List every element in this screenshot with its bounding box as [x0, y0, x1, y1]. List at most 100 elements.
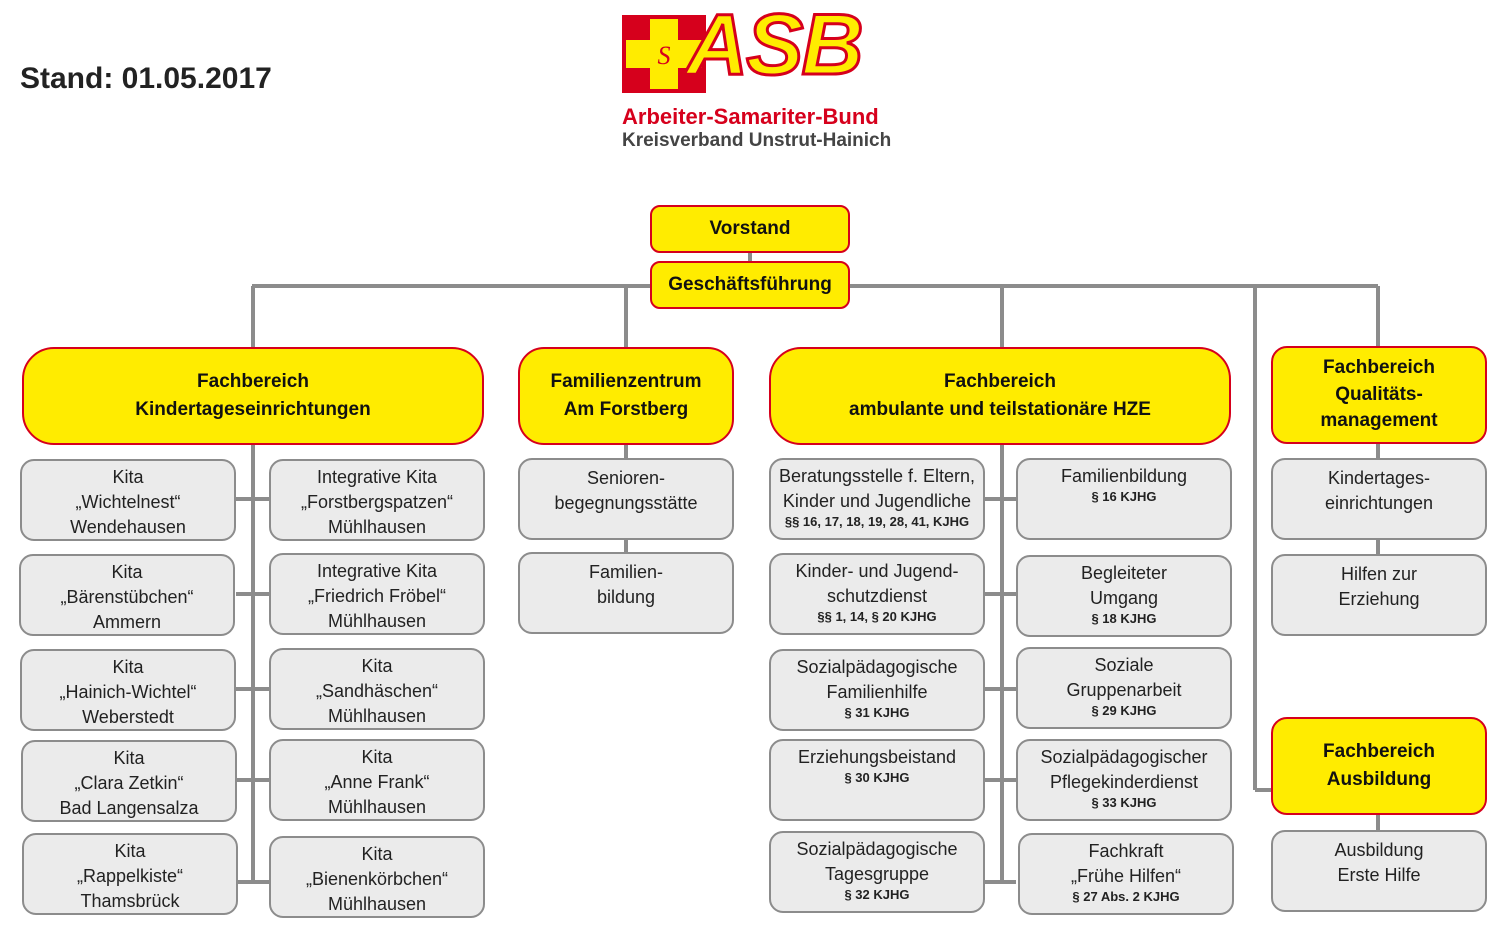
kita-item-line: Kita: [361, 844, 393, 864]
hze-item-law: § 32 KJHG: [844, 887, 910, 903]
hze-item-line: Familienbildung: [1060, 466, 1188, 486]
qm-item-line: Hilfen zur: [1340, 564, 1418, 584]
qm-item-line: einrichtungen: [1324, 493, 1434, 514]
hze-item-line: Umgang: [1089, 588, 1159, 609]
kita-item-line: „Forstbergspatzen“: [300, 492, 454, 513]
kita-item-line: Kita: [112, 657, 144, 677]
logo-kreisverband: Kreisverband Unstrut-Hainich: [622, 130, 892, 151]
hze-kinder-jugendschutzdienst: Kinder- und Jugend- schutzdienst §§ 1, 1…: [769, 553, 985, 635]
kita-item-line: Bad Langensalza: [59, 798, 199, 819]
dept-ausb-line-2: Ausbildung: [1326, 769, 1432, 790]
hze-item-law: §§ 16, 17, 18, 19, 28, 41, KJHG: [784, 514, 970, 530]
geschaeftsfuehrung-label: Geschäftsführung: [668, 274, 832, 296]
dept-ausbildung: Fachbereich Ausbildung: [1271, 717, 1487, 815]
kita-item-line: „Wichtelnest“: [75, 492, 181, 513]
dept-hze-line-1: Fachbereich: [944, 371, 1056, 393]
kita-item-line: Kita: [113, 748, 145, 768]
hze-sozialpaedagogische-tagesgruppe: Sozialpädagogische Tagesgruppe § 32 KJHG: [769, 831, 985, 913]
dept-hze: Fachbereich ambulante und teilstationäre…: [769, 347, 1231, 445]
hze-item-law: § 18 KJHG: [1091, 611, 1157, 627]
dept-fz-line-1: Familienzentrum: [550, 371, 702, 393]
hze-familienbildung: Familienbildung § 16 KJHG: [1016, 458, 1232, 540]
vorstand-label: Vorstand: [709, 218, 791, 240]
kita-anne-frank: Kita „Anne Frank“ Mühlhausen: [269, 739, 485, 821]
fz-item-line: Senioren-: [586, 468, 666, 488]
fz-item-line: Familien-: [588, 562, 663, 582]
kita-rappelkiste: Kita „Rappelkiste“ Thamsbrück: [22, 833, 238, 915]
svg-text:S: S: [658, 41, 671, 70]
dept-qualitaetsmanagement: Fachbereich Qualitäts- management: [1271, 346, 1487, 444]
hze-item-law: § 33 KJHG: [1091, 795, 1157, 811]
kita-baerenstuebchen: Kita „Bärenstübchen“ Ammern: [19, 554, 235, 636]
kita-wichtelnest: Kita „Wichtelnest“ Wendehausen: [20, 459, 236, 541]
hze-item-line: Pflegekinderdienst: [1049, 772, 1199, 793]
kita-item-line: Mühlhausen: [327, 517, 427, 538]
kita-item-line: „Anne Frank“: [324, 772, 430, 793]
dept-familienzentrum: Familienzentrum Am Forstberg: [518, 347, 734, 445]
hze-begleiteter-umgang: Begleiteter Umgang § 18 KJHG: [1016, 555, 1232, 637]
hze-item-line: schutzdienst: [826, 586, 928, 607]
hze-item-line: Sozialpädagogische: [796, 657, 958, 677]
vorstand-box: Vorstand: [650, 205, 850, 253]
hze-beratungsstelle: Beratungsstelle f. Eltern, Kinder und Ju…: [769, 458, 985, 540]
logo-wordmark: ASB: [685, 0, 866, 93]
dept-kita-line-1: Fachbereich: [197, 371, 309, 393]
hze-item-line: Soziale: [1094, 655, 1154, 675]
dept-qm-line-2: Qualitäts-: [1335, 383, 1423, 405]
kita-item-line: Thamsbrück: [80, 891, 180, 912]
dept-kita-line-2: Kindertageseinrichtungen: [135, 399, 371, 420]
kita-item-line: Wendehausen: [70, 517, 186, 538]
qm-hilfen-zur-erziehung: Hilfen zur Erziehung: [1271, 554, 1487, 636]
dept-qm-line-1: Fachbereich: [1323, 357, 1435, 379]
dept-fz-line-2: Am Forstberg: [563, 399, 689, 420]
ausb-item-line: Ausbildung: [1334, 840, 1424, 860]
fz-seniorenbegegnungsstaette: Senioren- begegnungsstätte: [518, 458, 734, 540]
ausb-item-line: Erste Hilfe: [1337, 865, 1421, 886]
hze-sozialpaedagogische-familienhilfe: Sozialpädagogische Familienhilfe § 31 KJ…: [769, 649, 985, 731]
fz-item-line: begegnungsstätte: [554, 493, 698, 514]
kita-hainich-wichtel: Kita „Hainich-Wichtel“ Weberstedt: [20, 649, 236, 731]
kita-item-line: Kita: [111, 562, 143, 582]
hze-soziale-gruppenarbeit: Soziale Gruppenarbeit § 29 KJHG: [1016, 647, 1232, 729]
asb-cross-logo-icon: S: [622, 15, 706, 93]
qm-item-line: Erziehung: [1338, 589, 1420, 610]
kita-item-line: „Hainich-Wichtel“: [59, 682, 197, 703]
kita-bienenkoerbchen: Kita „Bienenkörbchen“ Mühlhausen: [269, 836, 485, 918]
hze-item-line: Begleiteter: [1080, 563, 1168, 583]
kita-item-line: Integrative Kita: [316, 467, 438, 487]
kita-item-line: Kita: [112, 467, 144, 487]
fz-familienbildung: Familien- bildung: [518, 552, 734, 634]
kita-item-line: Kita: [114, 841, 146, 861]
kita-item-line: Mühlhausen: [327, 894, 427, 915]
dept-qm-line-3: management: [1320, 410, 1438, 432]
hze-item-line: Gruppenarbeit: [1066, 680, 1182, 701]
kita-forstbergspatzen: Integrative Kita „Forstbergspatzen“ Mühl…: [269, 459, 485, 541]
dept-kindertageseinrichtungen: Fachbereich Kindertageseinrichtungen: [22, 347, 484, 445]
kita-item-line: „Clara Zetkin“: [74, 773, 184, 794]
kita-item-line: Weberstedt: [82, 707, 174, 728]
kita-item-line: Kita: [361, 747, 393, 767]
kita-item-line: „Friedrich Fröbel“: [307, 586, 447, 607]
qm-item-line: Kindertages-: [1327, 468, 1431, 488]
kita-item-line: Kita: [361, 656, 393, 676]
dept-ausb-line-1: Fachbereich: [1323, 741, 1435, 763]
kita-sandhaeschen: Kita „Sandhäschen“ Mühlhausen: [269, 648, 485, 730]
hze-item-law: §§ 1, 14, § 20 KJHG: [817, 609, 937, 625]
kita-clara-zetkin: Kita „Clara Zetkin“ Bad Langensalza: [21, 740, 237, 822]
hze-item-law: § 31 KJHG: [844, 705, 910, 721]
hze-item-line: Fachkraft: [1088, 841, 1164, 861]
fz-item-line: bildung: [596, 587, 656, 608]
stand-date: Stand: 01.05.2017: [20, 62, 272, 95]
kita-item-line: „Sandhäschen“: [315, 681, 439, 702]
geschaeftsfuehrung-box: Geschäftsführung: [650, 261, 850, 309]
hze-item-line: Familienhilfe: [826, 682, 928, 703]
hze-item-line: Sozialpädagogische: [796, 839, 958, 859]
hze-erziehungsbeistand: Erziehungsbeistand § 30 KJHG: [769, 739, 985, 821]
hze-item-law: § 30 KJHG: [844, 770, 910, 786]
hze-fruehe-hilfen: Fachkraft „Frühe Hilfen“ § 27 Abs. 2 KJH…: [1018, 833, 1234, 915]
hze-item-line: Tagesgruppe: [824, 864, 930, 885]
kita-item-line: „Bienenkörbchen“: [305, 869, 449, 890]
kita-item-line: Integrative Kita: [316, 561, 438, 581]
hze-item-law: § 16 KJHG: [1091, 489, 1157, 505]
